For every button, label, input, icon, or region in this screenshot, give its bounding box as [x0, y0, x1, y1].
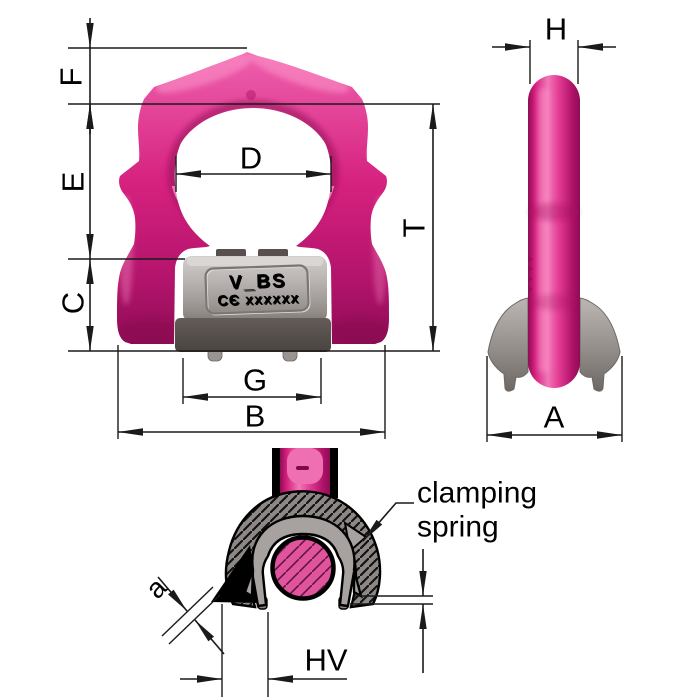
- clamping-spring-section: [243, 514, 363, 608]
- dim-label-a-width: A: [544, 400, 565, 435]
- plate-text-line1-highlight: V_BS: [230, 272, 288, 295]
- dim-label-h: H: [545, 12, 567, 47]
- dim-label-t: T: [397, 218, 432, 237]
- dim-label-g: G: [243, 363, 267, 398]
- bar-ridges: [528, 256, 533, 292]
- dim-label-hv: HV: [304, 643, 347, 678]
- dim-t: T: [397, 104, 437, 351]
- callout-line2: spring: [417, 511, 499, 544]
- block-tab-right: [258, 249, 288, 258]
- clamping-spring-callout: clamping spring: [362, 477, 537, 544]
- load-pin-hatch: [270, 535, 336, 601]
- plate-text-line2-highlight: CЄ xxxxxx: [218, 292, 301, 311]
- side-view: [487, 75, 621, 392]
- clamping-spring-wing-left: [487, 297, 529, 392]
- ring-body: [117, 52, 389, 344]
- side-bar: [528, 75, 580, 388]
- dim-weld-a: a: [140, 571, 225, 655]
- dim-label-c: C: [56, 292, 91, 314]
- dim-pin-protrusion: [350, 549, 433, 673]
- dim-d: D: [175, 141, 332, 192]
- section-bar-edge-right: [330, 448, 338, 498]
- dim-label-d: D: [240, 141, 262, 176]
- block-tab-left: [216, 249, 246, 258]
- base-plate: [175, 318, 331, 352]
- dim-g: G: [182, 358, 322, 404]
- dim-b: B: [117, 345, 386, 439]
- section-bar-mark: [296, 466, 309, 470]
- dimensions: F E C T D G B: [54, 12, 623, 697]
- dim-label-b: B: [245, 399, 266, 434]
- dim-label-f: F: [54, 68, 89, 87]
- cast-dimple: [246, 90, 256, 100]
- clamping-spring-wing-right: [579, 297, 621, 392]
- callout-line1: clamping: [417, 477, 537, 510]
- dim-label-e: E: [56, 172, 91, 193]
- dim-h: H: [492, 12, 616, 84]
- product-plate: V_BS V_BS CЄ xxxxxx CЄ xxxxxx: [204, 264, 311, 316]
- cast-dimple: [291, 126, 299, 134]
- plate-text-line2: CЄ xxxxxx: [217, 291, 300, 310]
- dim-e: E: [56, 104, 94, 259]
- mounting-block: [183, 256, 327, 322]
- dim-c: C: [56, 259, 94, 351]
- block-top-bevel: [187, 257, 323, 266]
- section-view: [211, 448, 382, 610]
- plate-text-line1: V_BS: [229, 270, 287, 293]
- dim-hv: HV: [180, 604, 348, 697]
- cast-dimple: [206, 126, 214, 134]
- section-bar-edge-left: [272, 448, 280, 498]
- dim-f: F: [54, 18, 94, 134]
- clamping-spring-leader: [362, 502, 414, 542]
- dim-a-width: A: [486, 356, 623, 442]
- side-bar-shading: [528, 88, 579, 373]
- front-view: V_BS V_BS CЄ xxxxxx CЄ xxxxxx: [117, 52, 389, 362]
